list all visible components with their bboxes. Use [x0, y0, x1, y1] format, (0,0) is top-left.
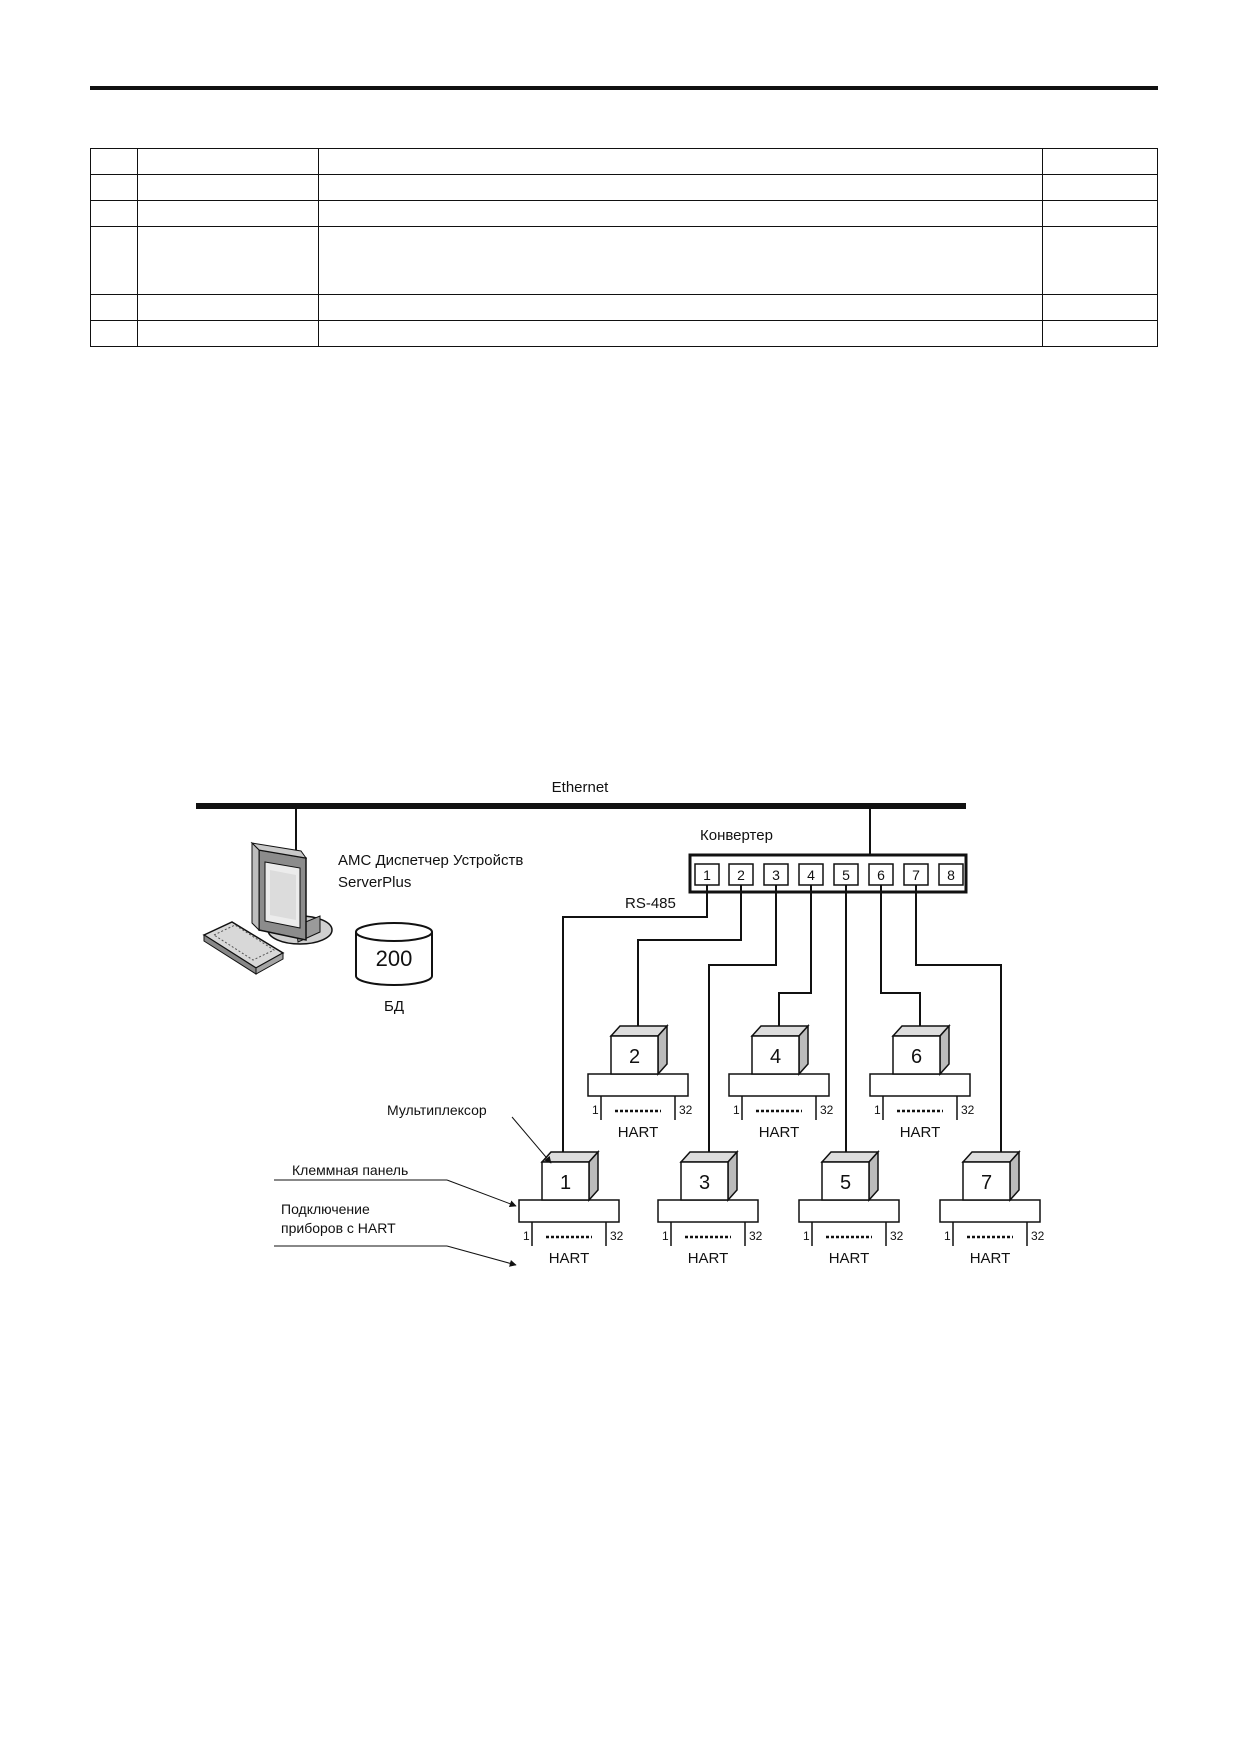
ethernet-label: Ethernet	[552, 779, 610, 796]
multiplexer-front	[821, 1161, 870, 1201]
terminal-panel	[587, 1073, 689, 1097]
database-label: БД	[384, 998, 404, 1015]
database-icon	[355, 922, 433, 986]
terminal-panel	[518, 1199, 620, 1223]
header-rule	[90, 86, 1158, 90]
range-end-label: 32	[1031, 1229, 1045, 1243]
converter-port-8	[938, 863, 964, 886]
range-start-label: 1	[874, 1103, 881, 1117]
multiplexer-number: 4	[770, 1046, 781, 1068]
range-start-label: 1	[523, 1229, 530, 1243]
rs485-wire-6	[880, 885, 921, 1035]
converter-label: Конвертер	[700, 827, 773, 844]
rs485-wire-4	[778, 885, 812, 1035]
callout-hart-line2: приборов с HART	[281, 1220, 396, 1236]
converter-port-label: 6	[877, 867, 885, 883]
converter-port-label: 4	[807, 867, 815, 883]
range-end-label: 32	[679, 1103, 693, 1117]
callout-multiplexer: Мультиплексор	[387, 1102, 487, 1118]
callout-arrow-terminal	[446, 1179, 517, 1208]
multiplexer-front	[610, 1035, 659, 1075]
callout-hart-line1: Подключение	[281, 1201, 370, 1217]
range-start-label: 1	[662, 1229, 669, 1243]
rs485-wires	[562, 885, 1002, 1162]
keyboard-icon	[202, 921, 285, 975]
multiplexer-front	[962, 1161, 1011, 1201]
range-end-label: 32	[820, 1103, 834, 1117]
range-end-label: 32	[961, 1103, 975, 1117]
terminal-panel	[728, 1073, 830, 1097]
table-row	[90, 200, 1158, 227]
table-row	[90, 148, 1158, 175]
range-end-label: 32	[749, 1229, 763, 1243]
monitor-icon	[250, 841, 333, 945]
database-value: 200	[376, 946, 413, 971]
terminal-panel	[657, 1199, 759, 1223]
multiplexer-number: 6	[911, 1046, 922, 1068]
multiplexer-front	[680, 1161, 729, 1201]
hart-label: HART	[970, 1250, 1011, 1267]
multiplexer-front	[892, 1035, 941, 1075]
multiplexer-number: 5	[840, 1172, 851, 1194]
converter-port-label: 2	[737, 867, 745, 883]
rs485-wire-3	[708, 885, 777, 1162]
rs485-wire-7	[915, 885, 1002, 1162]
terminal-panel	[939, 1199, 1041, 1223]
converter-port-label: 7	[912, 867, 920, 883]
callout-arrow-hart	[446, 1245, 517, 1267]
hart-label: HART	[549, 1250, 590, 1267]
multiplexer-number: 1	[560, 1172, 571, 1194]
converter-port-label: 8	[947, 867, 955, 883]
range-start-label: 1	[803, 1229, 810, 1243]
hart-label: HART	[900, 1124, 941, 1141]
range-end-label: 32	[890, 1229, 904, 1243]
range-start-label: 1	[592, 1103, 599, 1117]
range-start-label: 1	[944, 1229, 951, 1243]
converter-port-label: 1	[703, 867, 711, 883]
converter-ports: 1 2 3 4 5 6 7 8	[694, 863, 964, 886]
table-row	[90, 320, 1158, 347]
hart-label: HART	[618, 1124, 659, 1141]
rs485-wire-1	[562, 885, 708, 1162]
terminal-panel	[869, 1073, 971, 1097]
server-label-line2: ServerPlus	[338, 874, 411, 891]
converter-port-label: 3	[772, 867, 780, 883]
range-start-label: 1	[733, 1103, 740, 1117]
range-end-label: 32	[610, 1229, 624, 1243]
callout-terminal-panel: Клеммная панель	[292, 1162, 408, 1178]
table-row	[90, 226, 1158, 295]
hart-label: HART	[759, 1124, 800, 1141]
multiplexer-number: 2	[629, 1046, 640, 1068]
converter-port-label: 5	[842, 867, 850, 883]
hart-label: HART	[688, 1250, 729, 1267]
multiplexer-front	[751, 1035, 800, 1075]
multiplexer-number: 7	[981, 1172, 992, 1194]
multiplexer-front	[541, 1161, 590, 1201]
hart-label: HART	[829, 1250, 870, 1267]
multiplexer-number: 3	[699, 1172, 710, 1194]
terminal-panel	[798, 1199, 900, 1223]
empty-table	[90, 148, 1158, 347]
rs485-label: RS-485	[625, 895, 676, 912]
callout-arrow-multiplexer	[511, 1116, 552, 1164]
server-label-line1: АМС Диспетчер Устройств	[338, 852, 523, 869]
rs485-wire-2	[637, 885, 742, 1035]
